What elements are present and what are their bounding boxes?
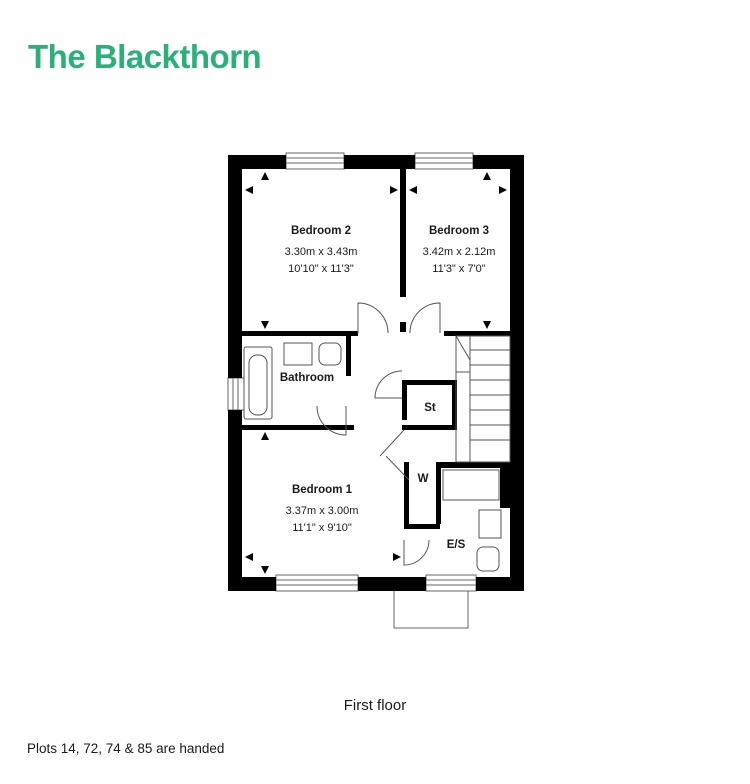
bedroom3-label-group: Bedroom 3 3.42m x 2.12m 11'3" x 7'0" [423,225,496,275]
shower-tray [442,469,500,501]
bedroom2-label-group: Bedroom 2 3.30m x 3.43m 10'10" x 11'3" [285,225,358,275]
outer-walls [228,155,524,591]
toilet [318,342,342,366]
plan-title: The Blackthorn [28,38,262,75]
bedroom2-metric: 3.30m x 3.43m [285,246,358,258]
ensuite-basin [478,509,502,539]
floor-label: First floor [343,697,407,714]
door-swings [316,302,441,566]
window-ensuite [425,574,477,592]
fixtures [243,342,502,572]
store-name: St [424,402,436,414]
window-bedroom2 [285,152,345,170]
bedroom2-imperial: 10'10" x 11'3" [288,263,354,275]
interior-walls [242,169,510,529]
bathroom-name: Bathroom [280,372,334,384]
bedroom2-name: Bedroom 2 [291,225,351,237]
bedroom3-metric: 3.42m x 2.12m [423,246,496,258]
bedroom1-imperial: 11'1" x 9'10" [292,522,352,534]
window-bedroom1 [275,574,359,592]
bedroom1-name: Bedroom 1 [292,484,353,496]
bedroom3-imperial: 11'3" x 7'0" [432,263,485,275]
bedroom3-name: Bedroom 3 [429,225,489,237]
bedroom1-label-group: Bedroom 1 3.37m x 3.00m 11'1" x 9'10" [286,484,359,534]
dimension-markers [245,172,507,574]
basin [283,342,313,366]
ensuite-name: E/S [447,539,466,551]
wardrobe-name: W [418,473,429,485]
staircase [455,335,511,463]
bedroom1-metric: 3.37m x 3.00m [286,505,359,517]
window-bathroom [227,377,245,411]
ensuite-toilet [476,546,500,572]
window-bedroom3 [414,152,474,170]
bath [243,346,273,420]
handed-plots-note: Plots 14, 72, 74 & 85 are handed [27,741,225,756]
porch-outline [393,591,469,629]
